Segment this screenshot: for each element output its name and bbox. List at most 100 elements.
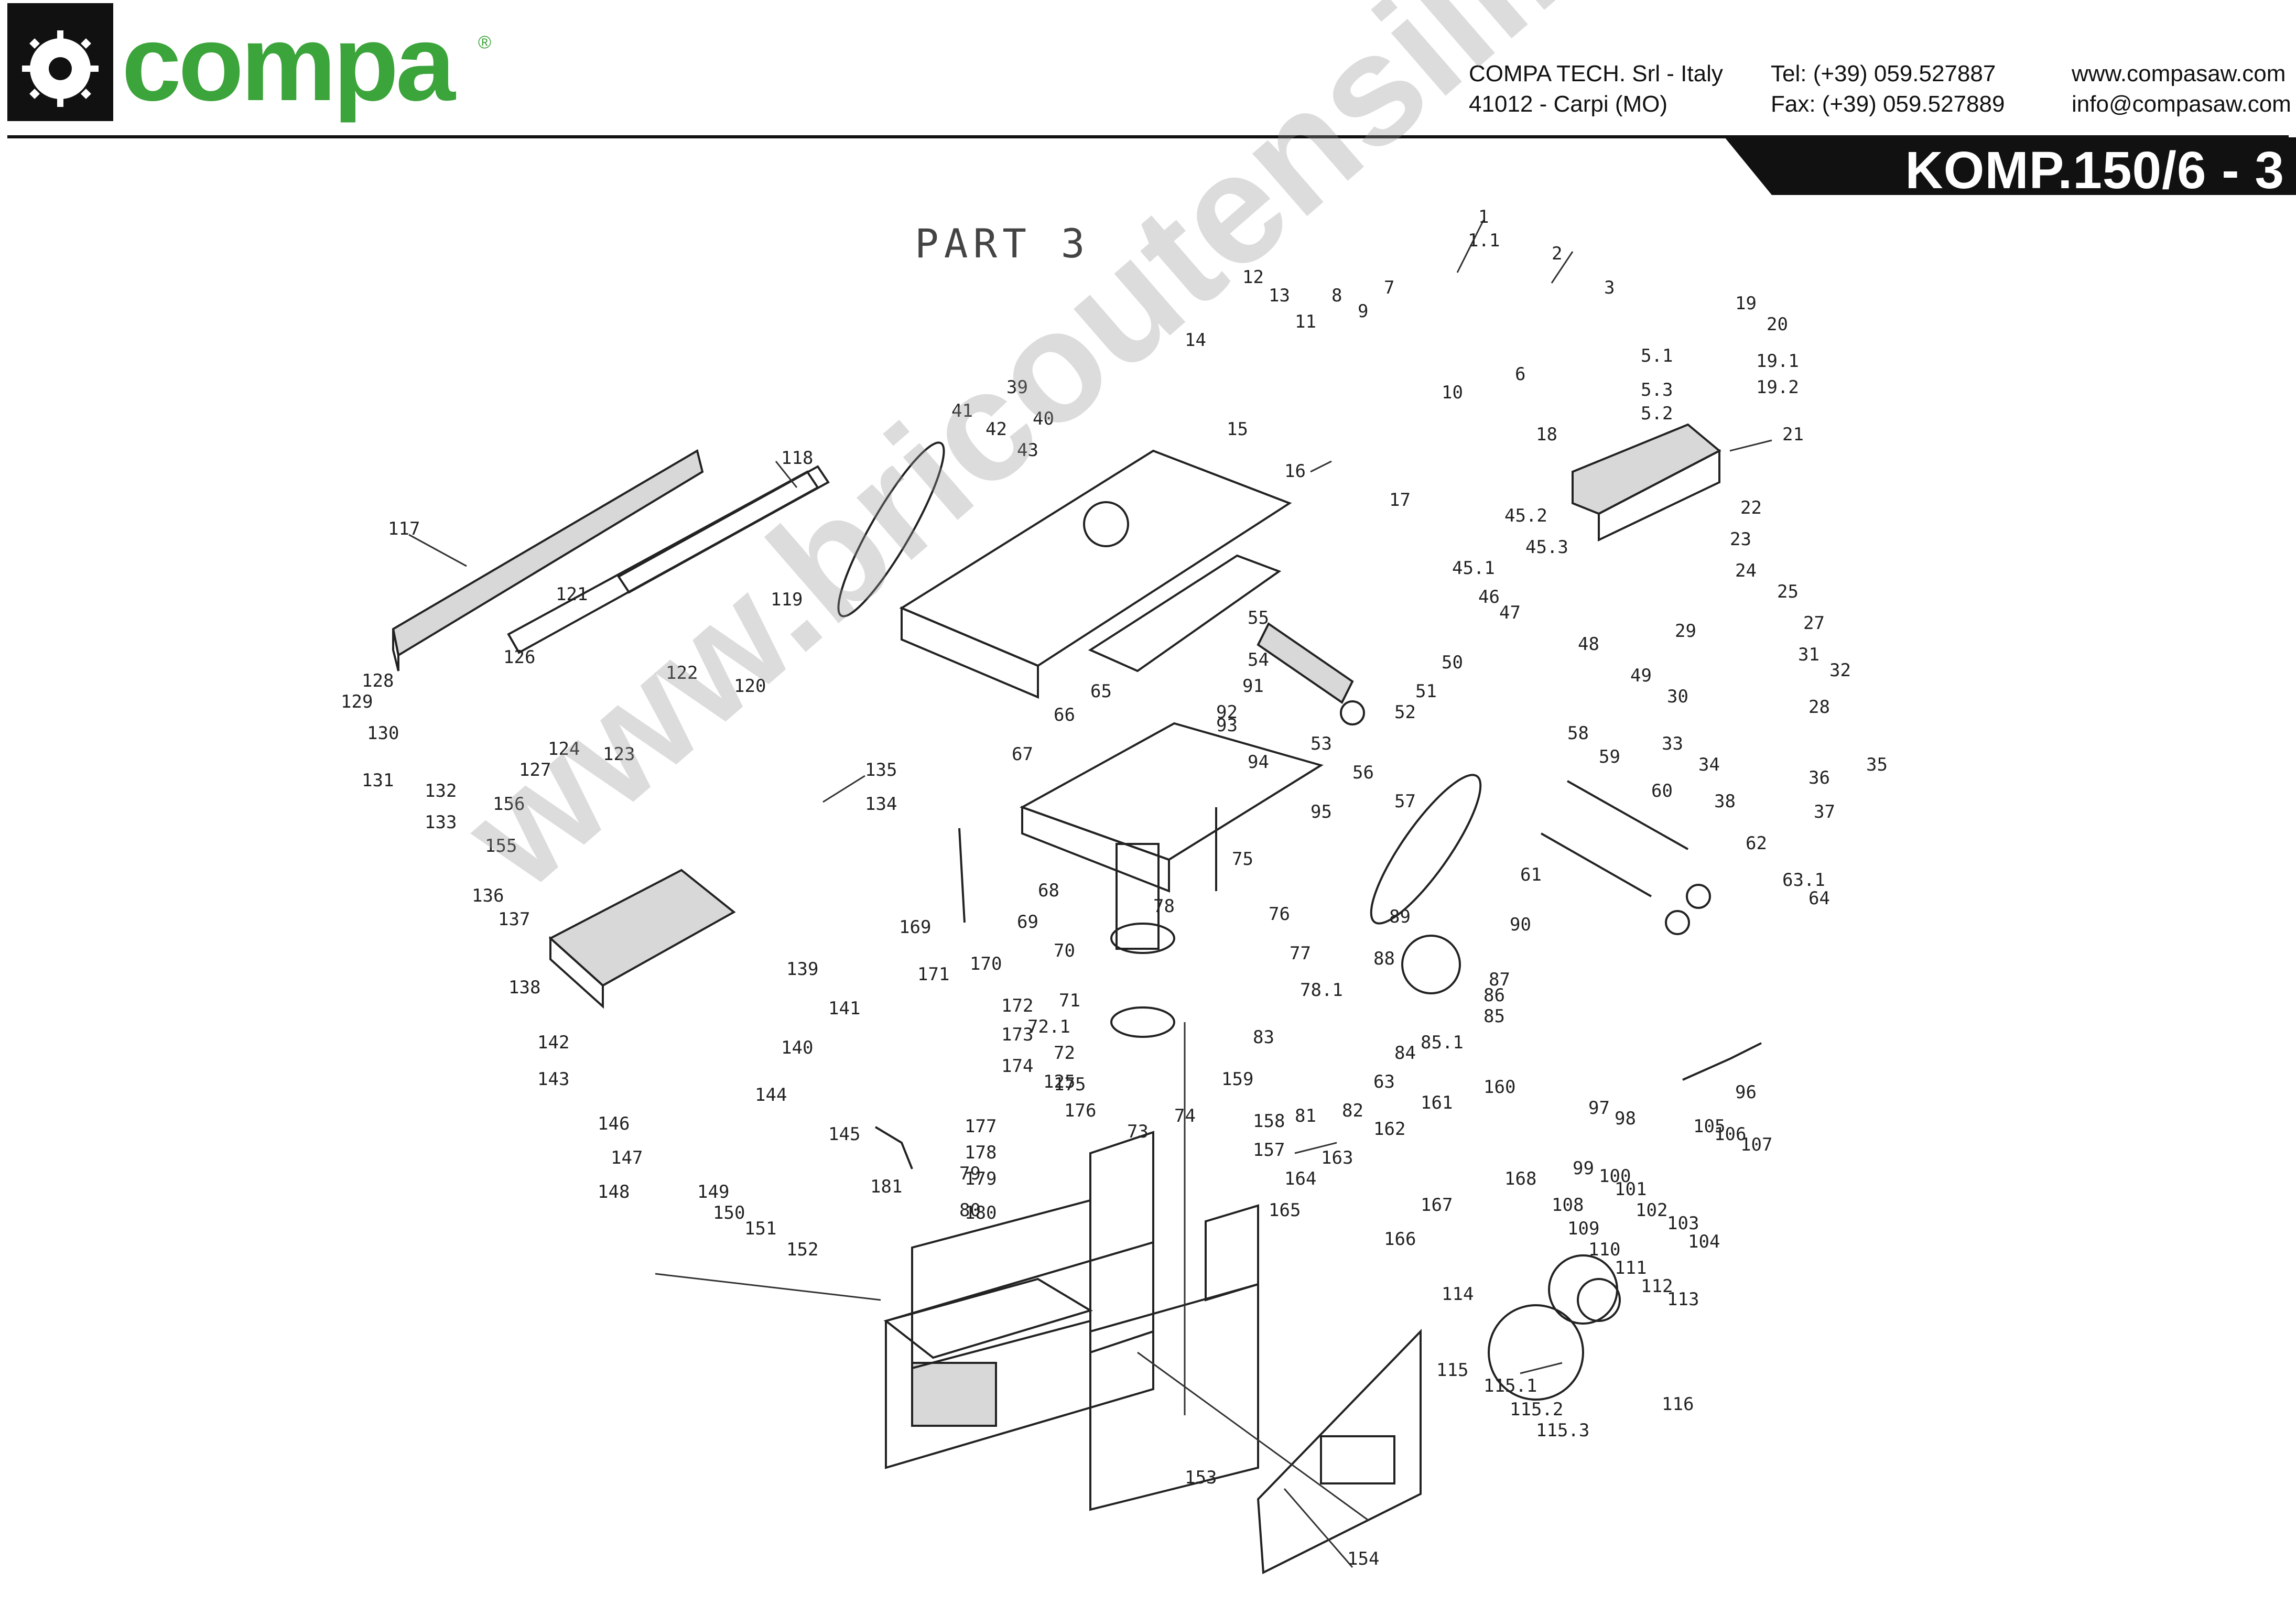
company-email[interactable]: info@compasaw.com <box>2072 91 2291 117</box>
machine-base-housing <box>883 1131 1259 1511</box>
callout-label: 100 <box>1599 1166 1631 1187</box>
callout-label: 160 <box>1483 1077 1515 1098</box>
callout-label: 72 <box>1054 1043 1075 1064</box>
company-fax: Fax: (+39) 059.527889 <box>1771 91 2005 117</box>
height-handwheel <box>1401 935 1461 994</box>
callout-label: 161 <box>1421 1092 1453 1113</box>
callout-label: 122 <box>666 663 698 684</box>
callout-label: 102 <box>1636 1200 1667 1221</box>
callout-label: 136 <box>472 885 504 906</box>
callout-label: 157 <box>1253 1140 1285 1161</box>
callout-label: 19 <box>1735 293 1757 314</box>
cutterblock-guard <box>1572 423 1721 542</box>
callout-label: 133 <box>425 812 457 833</box>
callout-label: 31 <box>1798 644 1820 665</box>
company-website[interactable]: www.compasaw.com <box>2072 61 2286 86</box>
callout-label: 69 <box>1017 912 1038 933</box>
callout-label: 75 <box>1232 849 1253 870</box>
callout-label: 33 <box>1662 733 1683 754</box>
callout-label: 62 <box>1746 833 1767 854</box>
callout-label: 2 <box>1552 243 1562 264</box>
lift-spindle-left <box>958 828 966 923</box>
callout-label: 63 <box>1373 1071 1395 1092</box>
callout-label: 124 <box>548 739 580 760</box>
callout-label: 123 <box>603 744 635 765</box>
callout-label: 111 <box>1615 1258 1647 1278</box>
callout-label: 107 <box>1740 1134 1772 1155</box>
callout-label: 128 <box>362 670 394 691</box>
callout-label: 170 <box>970 953 1002 974</box>
callout-label: 51 <box>1415 681 1437 702</box>
callout-label: 87 <box>1489 969 1510 990</box>
callout-label: 169 <box>899 917 931 938</box>
compa-logo-icon <box>7 3 113 121</box>
callout-label: 126 <box>503 647 535 668</box>
callout-label: 135 <box>865 760 897 781</box>
callout-label: 150 <box>713 1202 745 1223</box>
callout-label: 5.3 <box>1641 380 1673 400</box>
callout-label: 45.3 <box>1525 537 1568 558</box>
callout-label: 76 <box>1269 904 1290 925</box>
callout-label: 16 <box>1284 461 1306 482</box>
callout-label: 93 <box>1216 715 1238 736</box>
callout-label: 94 <box>1248 752 1269 773</box>
flywheel-inner <box>1577 1278 1621 1322</box>
callout-label: 152 <box>786 1239 818 1260</box>
callout-label: 103 <box>1667 1213 1699 1234</box>
callout-label: 131 <box>362 770 394 791</box>
callout-label: 96 <box>1735 1082 1757 1103</box>
callout-label: 115 <box>1436 1360 1468 1381</box>
company-address: COMPA TECH. Srl - Italy 41012 - Carpi (M… <box>1469 59 1723 120</box>
callout-label: 40 <box>1033 408 1054 429</box>
callout-label: 151 <box>744 1218 776 1239</box>
callout-label: 54 <box>1248 649 1269 670</box>
callout-label: 60 <box>1651 781 1673 801</box>
exploded-parts-diagram: 11.1235.15.35.26789101112131415161718192… <box>341 207 1888 1575</box>
callout-label: 49 <box>1630 665 1652 686</box>
callout-label: 168 <box>1504 1168 1536 1189</box>
callout-label: 64 <box>1808 888 1830 909</box>
callout-label: 84 <box>1394 1043 1416 1064</box>
callout-label: 10 <box>1442 382 1463 403</box>
cutter-block <box>1257 622 1365 725</box>
callout-label: 171 <box>917 964 949 985</box>
brand-wordmark: compa <box>122 3 456 123</box>
callout-label: 82 <box>1342 1100 1363 1121</box>
callout-label: 101 <box>1615 1179 1647 1200</box>
callout-label: 81 <box>1295 1106 1316 1126</box>
pulley-wheel <box>1488 1304 1584 1401</box>
callout-label: 52 <box>1394 702 1416 723</box>
callout-label: 15 <box>1227 419 1248 440</box>
callout-label: 148 <box>598 1182 630 1202</box>
callout-label: 173 <box>1001 1024 1033 1045</box>
callout-label: 147 <box>611 1147 643 1168</box>
chain-left <box>874 1126 913 1169</box>
callout-label: 85 <box>1483 1006 1505 1027</box>
callout-label: 116 <box>1662 1394 1694 1415</box>
company-city: 41012 - Carpi (MO) <box>1469 91 1668 117</box>
callout-label: 63.1 <box>1782 870 1825 891</box>
callout-label: 65 <box>1090 681 1112 702</box>
sprocket-small <box>1686 884 1711 909</box>
callout-label: 19.1 <box>1756 351 1799 372</box>
callout-label: 97 <box>1588 1098 1610 1119</box>
callout-label: 175 <box>1054 1074 1086 1095</box>
callout-label: 139 <box>786 959 818 980</box>
callout-label: 167 <box>1421 1195 1453 1216</box>
callout-label: 115.3 <box>1536 1420 1589 1441</box>
callout-label: 73 <box>1127 1121 1149 1142</box>
callout-label: 36 <box>1808 767 1830 788</box>
callout-label: 89 <box>1389 906 1411 927</box>
callout-label: 3 <box>1604 277 1615 298</box>
callout-label: 1.1 <box>1468 230 1500 251</box>
callout-label: 53 <box>1311 733 1332 754</box>
callout-label: 45.2 <box>1504 505 1547 526</box>
thicknessing-table <box>1020 722 1324 950</box>
column-bearing <box>1110 923 1175 954</box>
callout-label: 177 <box>965 1116 997 1137</box>
callout-label: 95 <box>1311 801 1332 822</box>
callout-label: 30 <box>1667 686 1688 707</box>
sprocket-small-2 <box>1665 910 1690 935</box>
callout-label: 9 <box>1358 301 1368 322</box>
callout-label: 125 <box>1043 1071 1075 1092</box>
